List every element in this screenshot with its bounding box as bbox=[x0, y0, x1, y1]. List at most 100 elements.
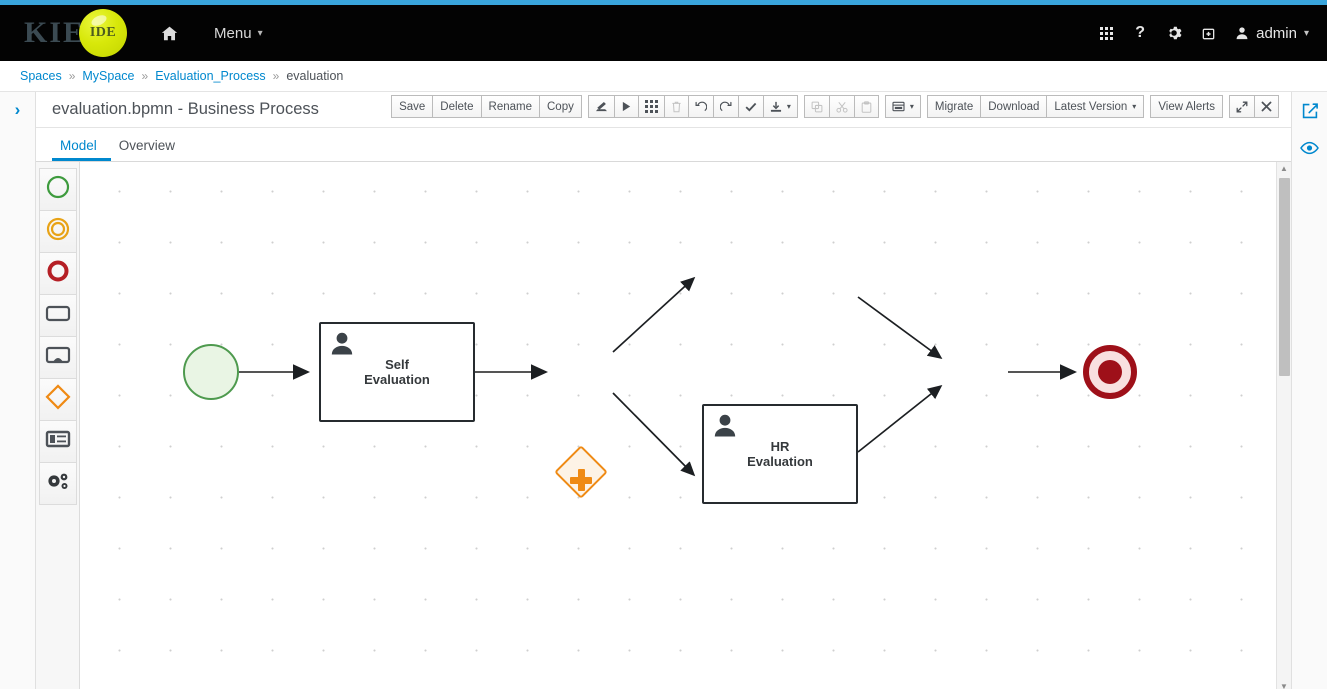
breadcrumb-item-myspace[interactable]: MySpace bbox=[82, 69, 135, 83]
rename-button[interactable]: Rename bbox=[480, 95, 540, 118]
bpmn-palette bbox=[36, 162, 80, 689]
left-rail: › bbox=[0, 92, 36, 689]
palette-task[interactable] bbox=[38, 294, 77, 337]
user-task-person-icon bbox=[331, 331, 353, 360]
paste-button[interactable] bbox=[853, 95, 879, 118]
gear-icon[interactable] bbox=[1157, 16, 1191, 50]
masthead-actions: ? admin ▾ bbox=[1089, 16, 1327, 50]
menu-label: Menu bbox=[214, 24, 252, 42]
kit-icon[interactable] bbox=[1191, 16, 1225, 50]
menu-dropdown[interactable]: Menu ▾ bbox=[214, 25, 263, 42]
end-event-circle-icon bbox=[46, 259, 70, 288]
flow-split-to-pm bbox=[612, 392, 696, 477]
sequence-flows bbox=[239, 276, 1077, 477]
scroll-up-arrow-icon[interactable]: ▲ bbox=[1280, 164, 1288, 173]
breadcrumb-item-evaluation-process[interactable]: Evaluation_Process bbox=[155, 69, 266, 83]
breadcrumb-separator: » bbox=[141, 69, 149, 83]
apps-grid-icon[interactable] bbox=[1089, 16, 1123, 50]
home-icon[interactable] bbox=[161, 25, 178, 42]
scroll-down-arrow-icon[interactable]: ▼ bbox=[1280, 682, 1288, 689]
editor-toolbar: Save Delete Rename Copy bbox=[385, 95, 1279, 118]
toolbar-group-edit: ▾ bbox=[587, 95, 798, 118]
tab-overview[interactable]: Overview bbox=[118, 138, 176, 153]
start-event[interactable] bbox=[183, 344, 239, 400]
toolbar-group-window bbox=[1229, 95, 1279, 118]
view-alerts-button[interactable]: View Alerts bbox=[1150, 95, 1223, 118]
duplicate-button[interactable] bbox=[803, 95, 830, 118]
validate-button[interactable] bbox=[737, 95, 764, 118]
end-event[interactable] bbox=[1083, 345, 1137, 399]
palette-service-tasks[interactable] bbox=[38, 462, 77, 505]
breadcrumb-item-spaces[interactable]: Spaces bbox=[20, 69, 62, 83]
right-rail bbox=[1291, 92, 1327, 689]
user-task-person-icon bbox=[714, 413, 736, 442]
toggle-grid-button[interactable] bbox=[637, 95, 665, 118]
editor-tabs: Model Overview bbox=[36, 128, 1291, 162]
run-button[interactable] bbox=[613, 95, 639, 118]
chevron-down-icon: ▾ bbox=[257, 27, 263, 39]
form-generation-button[interactable]: ▾ bbox=[884, 95, 921, 118]
cut-button[interactable] bbox=[828, 95, 855, 118]
flow-hr-to-join bbox=[857, 296, 943, 360]
toolbar-group-form: ▾ bbox=[884, 95, 921, 118]
help-question-icon[interactable]: ? bbox=[1135, 24, 1145, 41]
chevron-down-icon: ▾ bbox=[1132, 102, 1137, 111]
canvas-vertical-scrollbar[interactable]: ▲ ▼ bbox=[1276, 162, 1291, 689]
user-name-label: admin bbox=[1256, 24, 1297, 42]
palette-gateway[interactable] bbox=[38, 378, 77, 421]
brand-logo[interactable]: KIE IDE bbox=[0, 9, 128, 57]
flow-pm-to-join bbox=[857, 384, 943, 453]
chevron-down-icon: ▾ bbox=[786, 102, 791, 111]
palette-intermediate-event[interactable] bbox=[38, 210, 77, 253]
gears-icon bbox=[45, 470, 71, 497]
page-title: evaluation.bpmn - Business Process bbox=[52, 100, 319, 118]
edit-properties-icon[interactable] bbox=[1301, 102, 1319, 125]
user-menu[interactable]: admin ▾ bbox=[1225, 25, 1309, 42]
expand-arrows-icon[interactable] bbox=[1229, 95, 1255, 118]
chevron-down-icon: ▾ bbox=[1303, 27, 1309, 39]
task-rectangle-icon bbox=[45, 303, 71, 328]
redo-button[interactable] bbox=[712, 95, 739, 118]
parallel-plus-icon bbox=[554, 453, 608, 507]
delete-button[interactable]: Delete bbox=[432, 95, 482, 118]
eye-preview-icon[interactable] bbox=[1300, 141, 1319, 160]
flow-split-to-hr bbox=[612, 276, 696, 353]
toolbar-group-clipboard bbox=[803, 95, 879, 118]
scrollbar-thumb[interactable] bbox=[1278, 178, 1290, 376]
export-button[interactable]: ▾ bbox=[762, 95, 798, 118]
intermediate-event-circle-icon bbox=[46, 217, 70, 246]
palette-container[interactable] bbox=[38, 420, 77, 463]
gateway-parallel-split[interactable] bbox=[554, 445, 608, 507]
subprocess-icon bbox=[45, 345, 71, 370]
version-label: Latest Version bbox=[1054, 100, 1128, 113]
brand-kie-text: KIE bbox=[24, 16, 86, 49]
undo-button[interactable] bbox=[687, 95, 714, 118]
clear-diagram-button[interactable] bbox=[587, 95, 615, 118]
chevron-right-icon[interactable]: › bbox=[14, 100, 21, 119]
delete-element-button[interactable] bbox=[663, 95, 689, 118]
copy-button[interactable]: Copy bbox=[539, 95, 582, 118]
breadcrumb: Spaces » MySpace » Evaluation_Process » … bbox=[0, 61, 1327, 92]
breadcrumb-separator: » bbox=[272, 69, 280, 83]
palette-end-event[interactable] bbox=[38, 252, 77, 295]
breadcrumb-item-current: evaluation bbox=[286, 69, 344, 83]
container-list-icon bbox=[45, 429, 71, 454]
download-button[interactable]: Download bbox=[980, 95, 1048, 118]
save-button[interactable]: Save bbox=[391, 95, 434, 118]
brand-ide-text: IDE bbox=[89, 25, 117, 40]
close-icon[interactable] bbox=[1254, 95, 1279, 118]
top-accent-strip bbox=[0, 0, 1327, 5]
start-event-circle-icon bbox=[46, 175, 70, 204]
migrate-button[interactable]: Migrate bbox=[926, 95, 982, 118]
tab-model[interactable]: Model bbox=[52, 138, 111, 161]
palette-start-event[interactable] bbox=[38, 168, 77, 211]
palette-subprocess[interactable] bbox=[38, 336, 77, 379]
version-dropdown[interactable]: Latest Version ▾ bbox=[1046, 95, 1145, 118]
body-wrapper: › evaluation.bpmn - Business Process Sav… bbox=[0, 92, 1327, 689]
